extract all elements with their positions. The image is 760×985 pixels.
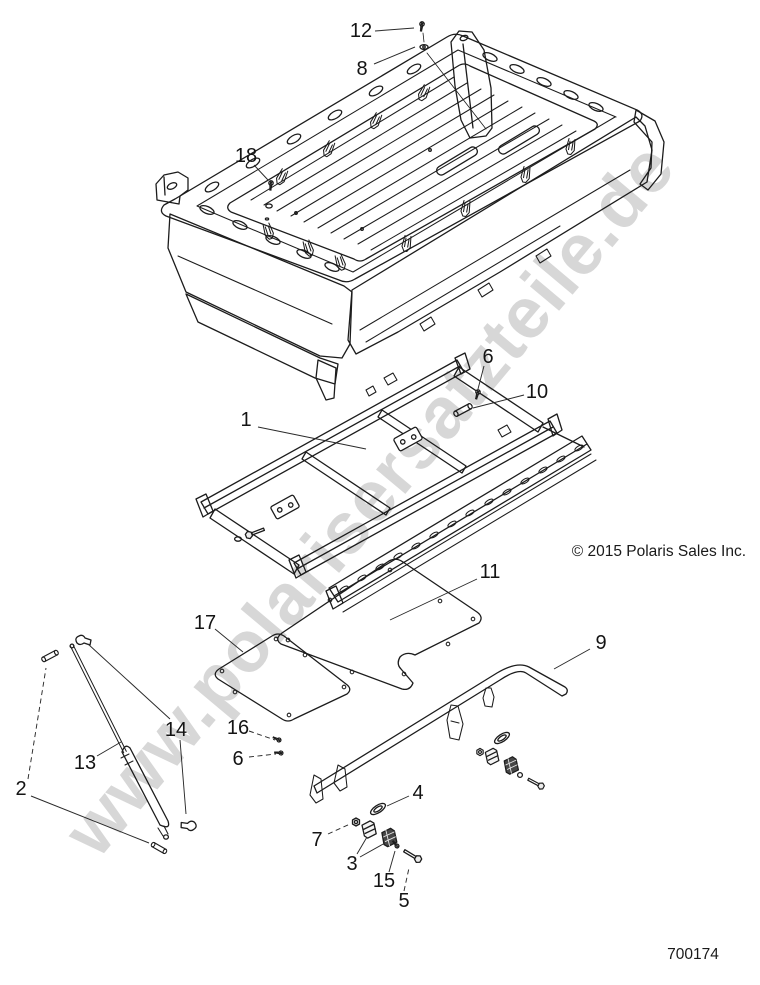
callout-18: 18 bbox=[235, 145, 269, 181]
svg-text:11: 11 bbox=[480, 561, 501, 583]
spacer-part bbox=[492, 729, 512, 747]
callout-13: 13 bbox=[74, 741, 122, 774]
watermark: www.polarisersatzteile.de bbox=[48, 128, 690, 872]
callout-7: 7 bbox=[311, 823, 351, 851]
clamp-part-3a bbox=[360, 819, 378, 840]
washer-part-8 bbox=[419, 43, 429, 51]
callout-4: 4 bbox=[386, 782, 424, 807]
bolt-part bbox=[526, 775, 546, 791]
callout-8: 8 bbox=[356, 46, 416, 80]
callout-15: 15 bbox=[373, 850, 396, 892]
copyright-text: © 2015 Polaris Sales Inc. bbox=[572, 543, 746, 560]
svg-text:2: 2 bbox=[15, 778, 26, 800]
svg-text:18: 18 bbox=[235, 145, 257, 167]
cargo-box-drawing bbox=[155, 30, 665, 401]
washer-part bbox=[516, 771, 524, 779]
pin-part-2-upper bbox=[40, 649, 60, 663]
top-hardware bbox=[264, 20, 487, 756]
callout-3: 3 bbox=[346, 836, 386, 875]
clamp-part bbox=[502, 755, 521, 776]
gas-strut-drawing bbox=[40, 634, 198, 855]
pin-part-2-lower bbox=[150, 841, 168, 855]
svg-text:12: 12 bbox=[350, 20, 372, 42]
clip-part-14-upper bbox=[75, 634, 92, 646]
clamp-part bbox=[483, 746, 501, 766]
svg-text:5: 5 bbox=[398, 890, 409, 912]
callout-6-lower: 6 bbox=[232, 748, 277, 770]
spacer-part-4 bbox=[368, 800, 388, 818]
svg-text:6: 6 bbox=[232, 748, 243, 770]
svg-text:7: 7 bbox=[311, 829, 322, 851]
callouts: 12 8 18 6 10 1 11 17 9 14 16 6 13 2 4 7 … bbox=[15, 20, 606, 912]
svg-text:16: 16 bbox=[227, 717, 249, 739]
callout-6-upper: 6 bbox=[477, 346, 494, 390]
callout-1: 1 bbox=[240, 409, 367, 450]
support-tube-drawing bbox=[309, 664, 568, 804]
svg-text:17: 17 bbox=[194, 612, 216, 634]
mounting-frame-drawing bbox=[195, 352, 597, 613]
callout-11: 11 bbox=[389, 561, 501, 621]
nut-part-7 bbox=[351, 817, 361, 827]
svg-text:6: 6 bbox=[482, 346, 493, 368]
rim-holes bbox=[199, 51, 604, 273]
callout-9: 9 bbox=[553, 632, 607, 670]
svg-text:14: 14 bbox=[165, 719, 187, 741]
floor-panel-small bbox=[214, 633, 351, 722]
callout-5: 5 bbox=[398, 867, 410, 912]
bumper-hardware-left bbox=[351, 800, 424, 865]
clip-part-14-lower bbox=[179, 819, 198, 833]
bumper-hardware-right bbox=[476, 729, 546, 791]
callout-16: 16 bbox=[227, 717, 276, 741]
svg-text:4: 4 bbox=[412, 782, 423, 804]
callout-17: 17 bbox=[194, 612, 244, 653]
svg-text:9: 9 bbox=[595, 632, 606, 654]
callout-12: 12 bbox=[350, 20, 415, 42]
callout-2: 2 bbox=[15, 667, 150, 844]
watermark-text: www.polarisersatzteile.de bbox=[48, 128, 690, 872]
svg-text:13: 13 bbox=[74, 752, 96, 774]
callout-10: 10 bbox=[472, 381, 548, 409]
bracket-plate bbox=[270, 494, 300, 520]
bracket-plate bbox=[393, 426, 423, 452]
washer-part bbox=[233, 536, 243, 542]
svg-text:1: 1 bbox=[240, 409, 251, 431]
drawing-number: 700174 bbox=[667, 946, 719, 963]
svg-text:15: 15 bbox=[373, 870, 395, 892]
svg-text:8: 8 bbox=[356, 58, 367, 80]
svg-text:10: 10 bbox=[526, 381, 548, 403]
callout-14: 14 bbox=[87, 643, 187, 815]
svg-text:3: 3 bbox=[346, 853, 357, 875]
diagram-artwork bbox=[40, 20, 665, 865]
nut-part bbox=[476, 747, 484, 757]
washer-part-18 bbox=[265, 203, 273, 209]
slot-holes bbox=[339, 444, 584, 593]
floor-panel-large bbox=[277, 558, 482, 691]
bolt-part bbox=[244, 525, 266, 541]
screw-part-16 bbox=[271, 734, 283, 744]
bolt-part-5 bbox=[401, 846, 424, 865]
screw-part-12 bbox=[418, 20, 426, 32]
